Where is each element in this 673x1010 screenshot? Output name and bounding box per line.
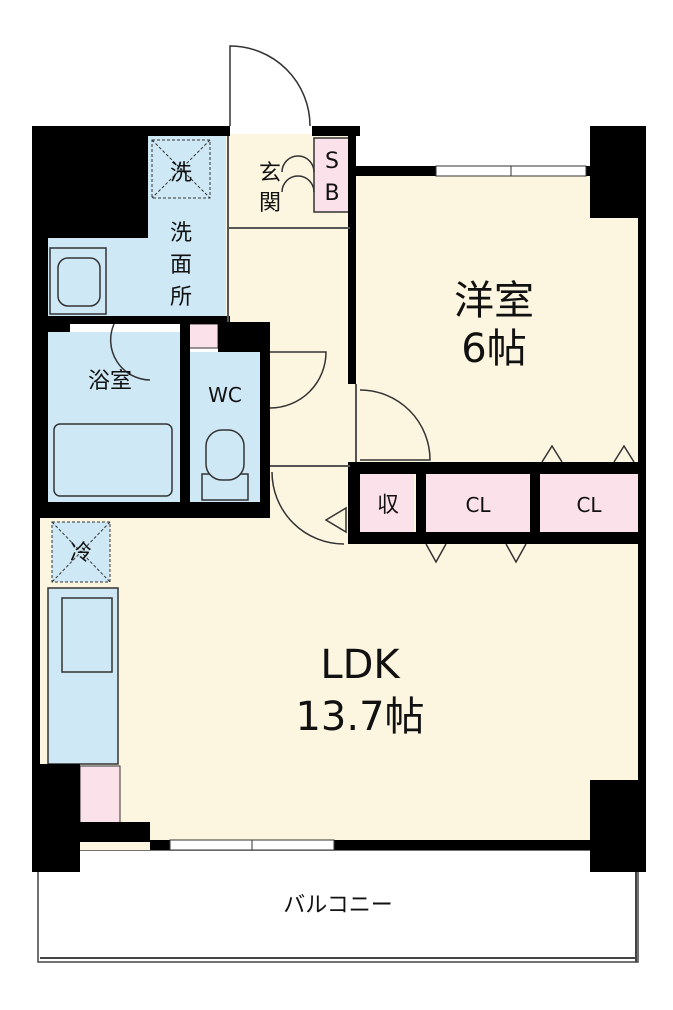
shoe-box-label-1: S bbox=[325, 149, 339, 174]
washer-label: 洗 bbox=[170, 161, 192, 186]
sink-basin bbox=[61, 597, 113, 673]
fridge-label: 冷 bbox=[70, 541, 92, 566]
storage-area bbox=[358, 472, 414, 534]
fridge-cross-b bbox=[51, 521, 111, 583]
balcony-area bbox=[37, 849, 639, 963]
entrance-label-1: 玄 bbox=[259, 161, 281, 186]
shoe-box-label-2: B bbox=[324, 181, 339, 206]
closet-1-label: CL bbox=[465, 493, 491, 517]
bathtub bbox=[53, 423, 173, 497]
shoe-box-area bbox=[313, 137, 351, 213]
column-top-left bbox=[32, 126, 148, 238]
western-room-size: 6帖 bbox=[461, 326, 526, 372]
walls bbox=[32, 126, 646, 872]
washer-cross-b bbox=[151, 139, 211, 199]
western-room-name: 洋室 bbox=[454, 278, 534, 324]
pipe-space-1 bbox=[187, 323, 219, 349]
storage-label: 収 bbox=[377, 493, 399, 518]
ldk-name: LDK bbox=[320, 642, 401, 688]
balcony-label: バルコニー bbox=[283, 893, 393, 918]
door-swings bbox=[109, 45, 635, 564]
ldk-size: 13.7帖 bbox=[295, 694, 424, 740]
column-bottom-right bbox=[590, 780, 646, 872]
wash-basin-bowl bbox=[57, 257, 101, 307]
entrance-label-2: 関 bbox=[259, 191, 281, 216]
partitions bbox=[227, 136, 357, 467]
toilet-bowl bbox=[205, 429, 245, 481]
pipe-space-2 bbox=[79, 765, 121, 825]
bath-label: 浴室 bbox=[88, 369, 132, 394]
wc-label: WC bbox=[208, 383, 242, 407]
washroom-label-1: 洗 bbox=[170, 221, 192, 246]
closet-2-label: CL bbox=[576, 493, 602, 517]
closet-1-area bbox=[424, 472, 532, 534]
washroom-label-2: 面 bbox=[170, 253, 192, 278]
closet-2-area bbox=[540, 472, 638, 534]
western-room-floor bbox=[352, 172, 638, 464]
washroom-label-3: 所 bbox=[170, 285, 192, 310]
